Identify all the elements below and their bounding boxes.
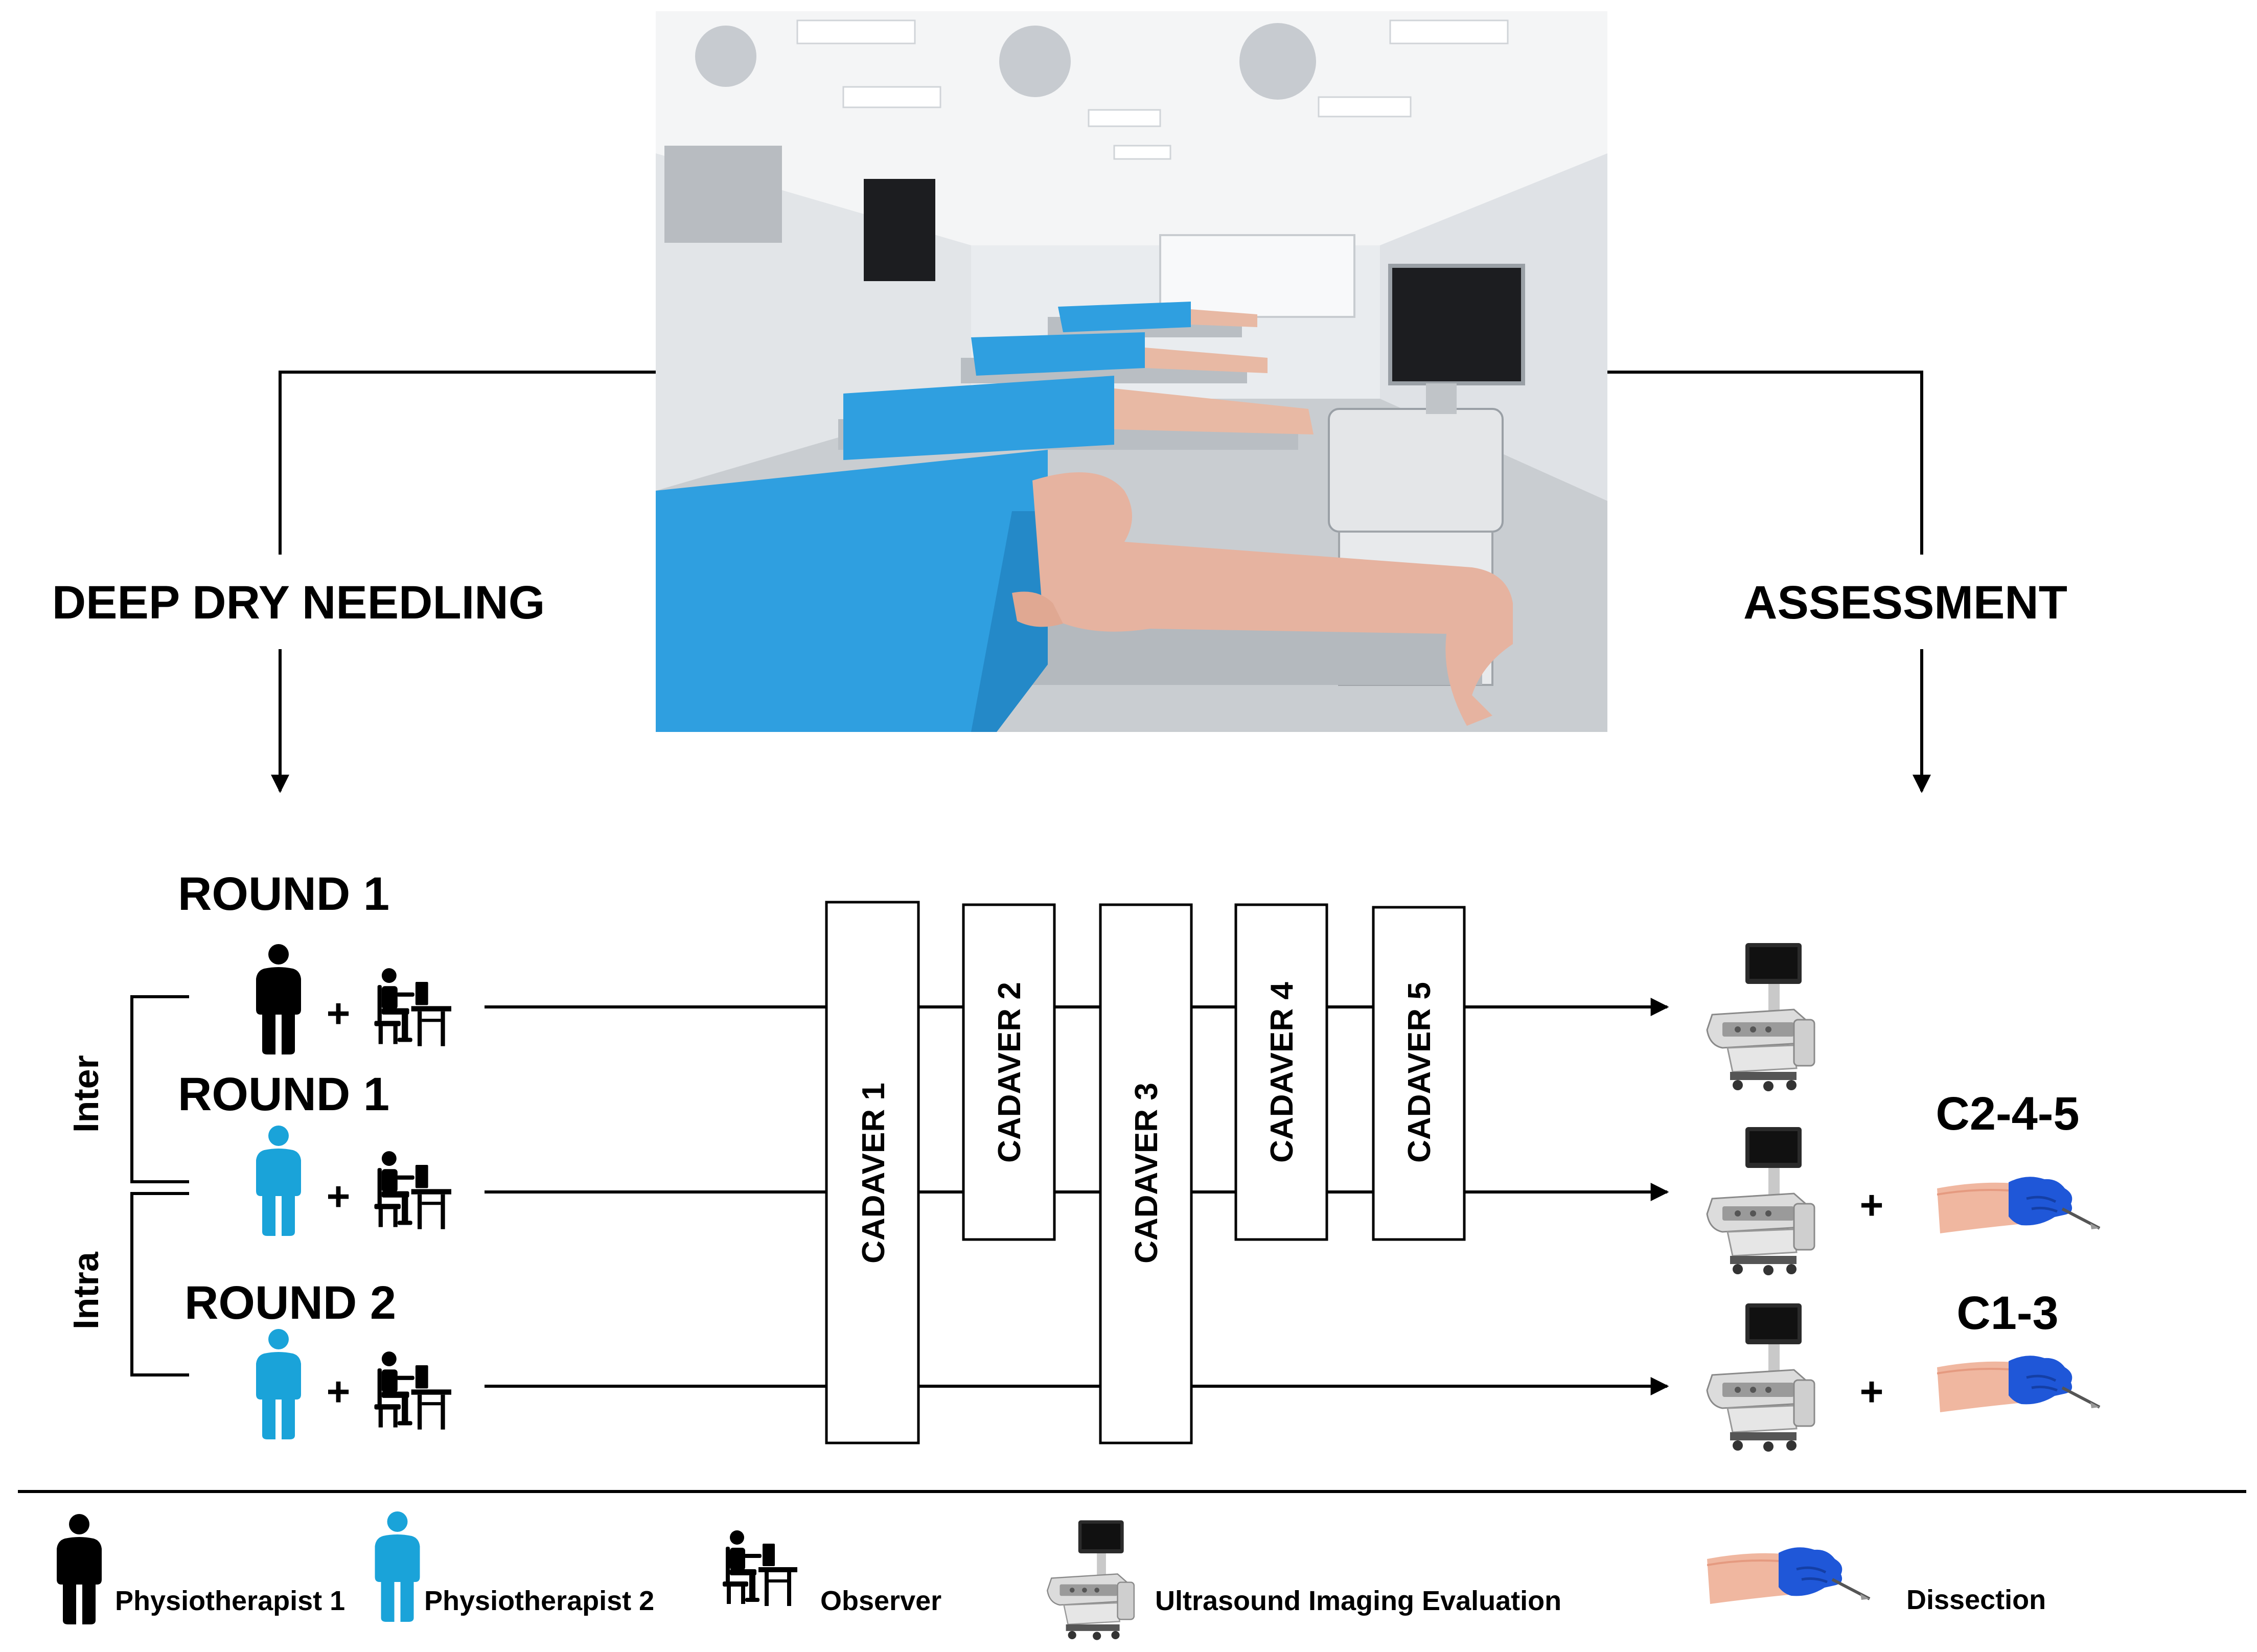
legend-ultrasound-icon: [1047, 1520, 1135, 1641]
cadaver-label-3: CADAVER 3: [1129, 1083, 1164, 1264]
cadaver-box-2: [962, 903, 1056, 1241]
physiotherapist-2-icon: [256, 1126, 301, 1236]
cadaver-boxes: [825, 901, 1466, 1444]
legend-observer-icon: [723, 1530, 797, 1606]
inter-bracket: [130, 995, 189, 1183]
cadaver-label-2: CADAVER 2: [992, 982, 1027, 1163]
round-label-2: ROUND 1: [178, 1068, 389, 1120]
legend-physio1-label: Physiotherapist 1: [115, 1586, 345, 1616]
left-branch-title: DEEP DRY NEEDLING: [52, 577, 545, 629]
cadaver-label-1: CADAVER 1: [856, 1083, 891, 1264]
cadaver-box-5: [1372, 906, 1466, 1241]
legend-physiotherapist-1-icon: [57, 1514, 102, 1624]
outcome-label-lower: C1-3: [1956, 1287, 2058, 1339]
observer-desk-icon: [374, 1151, 451, 1229]
round-label-3: ROUND 2: [185, 1277, 396, 1329]
legend: Physiotherapist 1 Physiotherapist 2 Obse…: [57, 1511, 2046, 1641]
flow-lines: [485, 998, 1669, 1395]
legend-dissection-label: Dissection: [1906, 1585, 2046, 1615]
outcome-label-upper: C2-4-5: [1936, 1088, 2079, 1140]
ultrasound-machine-icon: [1706, 942, 1815, 1091]
plus-sign: +: [327, 1174, 351, 1219]
legend-physio2-label: Physiotherapist 2: [424, 1586, 654, 1616]
cadaver-box-4: [1234, 903, 1328, 1241]
left-branch-line: [279, 371, 656, 555]
ultrasound-machine-icon: [1706, 1302, 1815, 1452]
physiotherapist-2-icon: [256, 1329, 301, 1439]
branch-connectors: [271, 371, 1931, 793]
cadaver-labels: CADAVER 1 CADAVER 2 CADAVER 3 CADAVER 4 …: [856, 982, 1437, 1264]
cadaver-label-4: CADAVER 4: [1264, 982, 1300, 1163]
dissection-icon: [1937, 1356, 2100, 1412]
cadaver-label-5: CADAVER 5: [1402, 982, 1437, 1163]
legend-observer-label: Observer: [820, 1586, 941, 1616]
plus-sign: +: [327, 991, 351, 1036]
plus-sign: +: [327, 1369, 351, 1414]
cadaver-box-1: [825, 901, 920, 1444]
inter-intra-brackets: [130, 995, 189, 1376]
intra-label: Intra: [66, 1251, 106, 1329]
round-label-1: ROUND 1: [178, 868, 389, 920]
plus-sign: +: [1860, 1182, 1884, 1228]
dissection-lab-photo: [656, 11, 1607, 732]
legend-dissection-icon: [1707, 1547, 1870, 1604]
observer-desk-icon: [374, 968, 451, 1046]
plus-sign: +: [1860, 1369, 1884, 1414]
cadaver-box-3: [1099, 903, 1193, 1444]
legend-physiotherapist-2-icon: [375, 1511, 420, 1622]
physiotherapist-1-icon: [256, 944, 301, 1054]
observer-desk-icon: [374, 1351, 451, 1430]
ultrasound-machine-icon: [1706, 1126, 1815, 1275]
right-branch-line: [1607, 371, 1923, 555]
intra-bracket: [130, 1192, 189, 1376]
inter-label: Inter: [66, 1055, 106, 1133]
dissection-icon: [1937, 1177, 2100, 1233]
right-branch-title: ASSESSMENT: [1743, 577, 2067, 629]
legend-ultrasound-label: Ultrasound Imaging Evaluation: [1155, 1586, 1561, 1616]
